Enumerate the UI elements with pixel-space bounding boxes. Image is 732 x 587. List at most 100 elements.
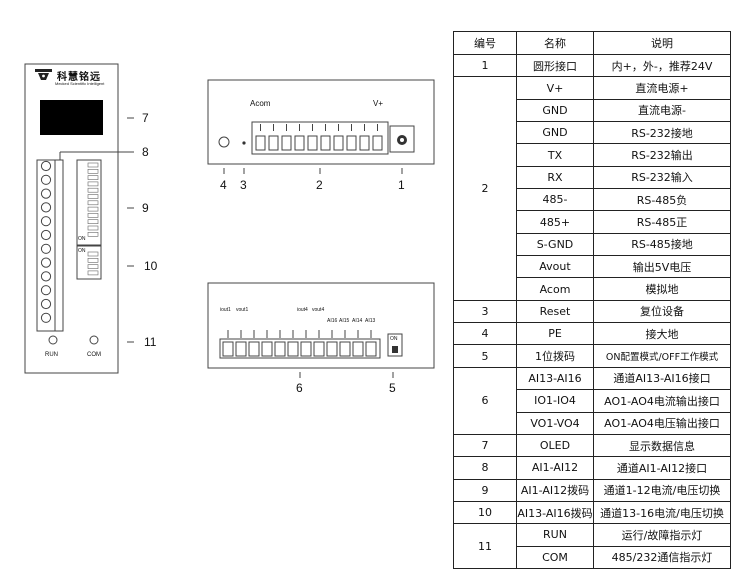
cell-name: AI1-AI12 xyxy=(516,456,594,480)
terminal-screw xyxy=(40,257,52,268)
cell-description: 通道AI1-AI12接口 xyxy=(593,456,731,480)
terminal-slot xyxy=(300,341,312,357)
label-ai16: AI16 xyxy=(327,318,338,324)
oled-display xyxy=(40,100,103,135)
terminal-screw xyxy=(40,202,52,213)
cell-description: RS-485正 xyxy=(593,210,731,234)
callout-1: 1 xyxy=(398,178,405,192)
terminal-slot xyxy=(320,135,331,151)
dip-switch-lever xyxy=(87,200,99,206)
dip-switch-lever xyxy=(87,251,99,257)
cell-name: VO1-VO4 xyxy=(516,411,594,435)
cell-description: AO1-AO4电流输出接口 xyxy=(593,389,731,413)
terminal-screw xyxy=(40,188,52,199)
dip-switch-lever xyxy=(87,232,99,237)
vplus-label: V+ xyxy=(373,99,384,108)
cell-name: 圆形接口 xyxy=(516,53,594,78)
terminal-slot xyxy=(372,135,383,151)
terminal-slot xyxy=(222,341,234,357)
dip-switch-lever xyxy=(87,219,99,224)
label-ai14: AI14 xyxy=(352,318,363,324)
config-dip-on-label: ON xyxy=(390,336,398,342)
cell-description: AO1-AO4电压输出接口 xyxy=(593,411,731,435)
table-row: 485+RS-485正 xyxy=(454,210,731,234)
cell-description: 通道13-16电流/电压切换 xyxy=(593,500,731,525)
cell-description: RS-485负 xyxy=(593,188,731,212)
cell-description: 通道AI13-AI16接口 xyxy=(593,366,731,391)
dip-switch-lever xyxy=(87,270,99,276)
cell-name: IO1-IO4 xyxy=(516,389,594,413)
callout-2: 2 xyxy=(316,178,323,192)
terminal-screw xyxy=(40,312,52,323)
cell-description: 通道1-12电流/电压切换 xyxy=(593,478,731,502)
terminal-slot xyxy=(255,135,266,151)
label-iout1: iout1 xyxy=(220,307,231,313)
terminal-slot xyxy=(333,135,344,151)
logo-icon xyxy=(35,69,52,80)
cell-description: 直流电源+ xyxy=(593,76,731,100)
cell-description: 直流电源- xyxy=(593,98,731,123)
dip12-on-label: ON xyxy=(78,236,86,242)
terminal-slot xyxy=(352,341,364,357)
terminal-screw xyxy=(40,229,52,241)
cell-number: 3 xyxy=(453,299,517,324)
callout-5: 5 xyxy=(389,381,396,395)
cell-description: 接大地 xyxy=(593,322,731,346)
cell-description: 运行/故障指示灯 xyxy=(593,523,731,547)
cell-number: 8 xyxy=(453,456,517,480)
run-led xyxy=(48,335,58,345)
dip-switch-lever xyxy=(87,175,99,180)
terminal-slot xyxy=(294,135,305,151)
terminal-slot xyxy=(339,341,351,357)
dip-switch-lever xyxy=(87,206,99,212)
label-vout4: vout4 xyxy=(312,307,325,313)
terminal-screw xyxy=(40,298,52,310)
cell-description: ON配置模式/OFF工作模式 xyxy=(593,344,731,368)
terminal-screw xyxy=(40,216,52,227)
label-ai15: AI15 xyxy=(339,318,350,324)
table-row: 485-RS-485负 xyxy=(454,188,731,212)
cell-number: 7 xyxy=(453,433,517,458)
dip-switch-lever xyxy=(87,225,99,231)
cell-name: TX xyxy=(516,143,594,167)
terminal-slot xyxy=(313,341,325,357)
cell-name: COM xyxy=(516,545,594,569)
callout-8: 8 xyxy=(142,145,149,159)
cell-number: 4 xyxy=(453,322,517,346)
dip-switch-lever xyxy=(87,194,99,199)
brand-subtitle: Mecked Scientific Intelligent xyxy=(55,81,105,86)
dip-switch-lever xyxy=(87,264,99,269)
cell-number: 9 xyxy=(453,478,517,502)
cell-name: 485+ xyxy=(516,210,594,234)
cell-name: 485- xyxy=(516,188,594,212)
cell-name: 1位拨码 xyxy=(516,344,594,368)
header-name: 名称 xyxy=(516,31,594,55)
dip-switch-lever xyxy=(87,213,99,218)
cell-number: 5 xyxy=(453,344,517,368)
cell-description: 复位设备 xyxy=(593,299,731,324)
terminal-slot xyxy=(281,135,292,151)
cell-description: 输出5V电压 xyxy=(593,255,731,279)
cell-description: 模拟地 xyxy=(593,277,731,301)
terminal-screw xyxy=(40,160,52,172)
terminal-slot xyxy=(235,341,247,357)
cell-name: GND xyxy=(516,98,594,123)
terminal-slot xyxy=(359,135,370,151)
cell-description: 485/232通信指示灯 xyxy=(593,545,731,569)
cell-name: AI1-AI12拨码 xyxy=(516,478,594,502)
terminal-screw xyxy=(40,174,52,185)
terminal-slot xyxy=(307,135,318,151)
